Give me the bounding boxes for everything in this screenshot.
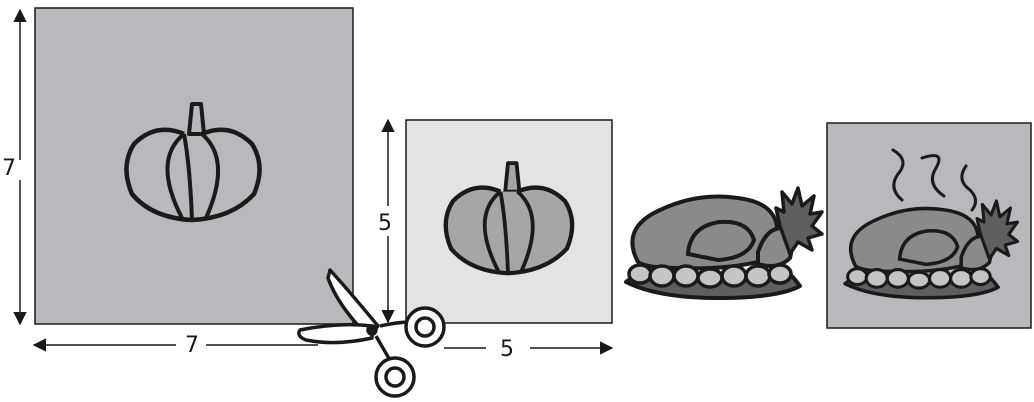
big-height-label: 7: [2, 156, 16, 181]
scissors-icon: [297, 268, 446, 398]
large-square-paper: [34, 7, 354, 325]
small-height-label: 5: [378, 211, 392, 236]
steam-lines: [891, 148, 977, 212]
big-width-label: 7: [185, 333, 199, 358]
small-width-label: 5: [500, 337, 514, 362]
roast-turkey-icon: [624, 186, 824, 300]
